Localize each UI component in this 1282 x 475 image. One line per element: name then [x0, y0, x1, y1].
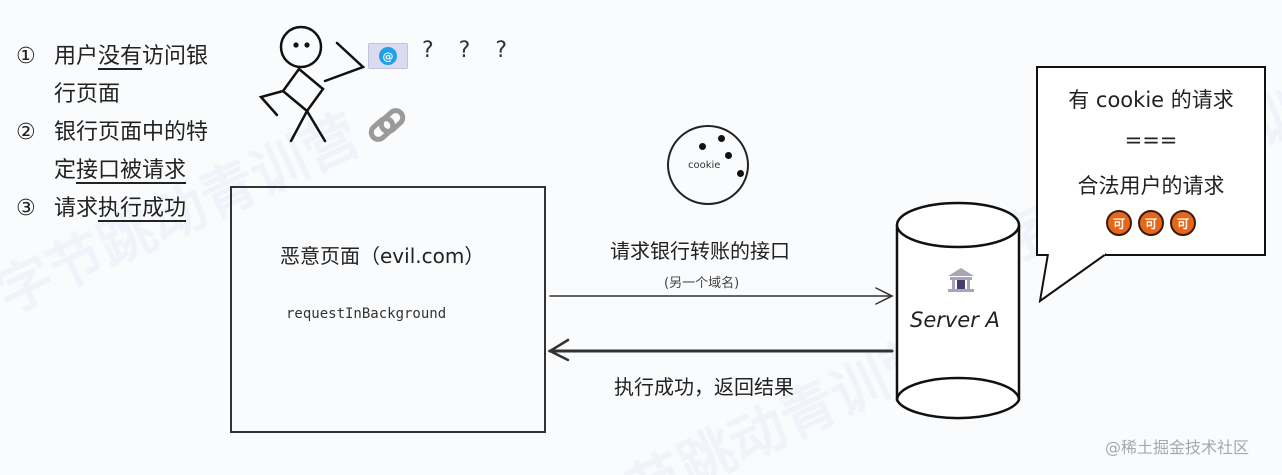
server-label: Server A — [910, 308, 1000, 332]
response-label: 执行成功，返回结果 — [614, 375, 794, 399]
step-text: 请求执行成功 — [54, 190, 226, 228]
step-text: 银行页面中的特定接口被请求 — [54, 114, 226, 190]
step-number: ① — [16, 44, 36, 69]
steps-list: ① 用户没有访问银行页面 ② 银行页面中的特定接口被请求 ③ 请求执行成功 — [16, 38, 226, 228]
mail-icon: @ — [368, 43, 408, 69]
link-chain-icon — [368, 108, 406, 142]
step-1: ① 用户没有访问银行页面 — [16, 38, 226, 114]
question-marks: ? ? ? — [422, 38, 517, 63]
cookie-icon: cookie — [667, 125, 749, 205]
evil-page-title: 恶意页面（evil.com） — [280, 244, 485, 268]
at-sign: @ — [379, 47, 397, 65]
stick-figure-icon — [258, 25, 365, 143]
step-text-run: 访问银行页面 — [54, 44, 209, 107]
speech-bubble-tail — [1038, 253, 1107, 304]
cookie-chip — [737, 170, 744, 177]
step-text-run: 用户 — [54, 44, 99, 69]
bank-icon — [948, 268, 974, 292]
step-text-run-underlined: 接口被请求 — [76, 158, 187, 183]
cookie-chip — [718, 135, 725, 142]
request-label: 请求银行转账的接口 — [610, 239, 790, 263]
cookie-chip — [699, 143, 706, 150]
step-number: ② — [16, 120, 36, 145]
badge-row: 可 可 可 — [1038, 210, 1264, 236]
speech-bubble: 有 cookie 的请求 === 合法用户的请求 可 可 可 — [1036, 66, 1266, 256]
step-text-run: 请求 — [54, 196, 99, 221]
request-response-arrows — [547, 287, 894, 362]
approval-badge: 可 — [1106, 210, 1132, 236]
step-text-run-underlined: 执行成功 — [98, 196, 187, 221]
step-3: ③ 请求执行成功 — [16, 190, 226, 228]
evil-page-code: requestInBackground — [286, 306, 447, 322]
request-sublabel: (另一个域名) — [664, 276, 740, 291]
approval-badge: 可 — [1138, 210, 1164, 236]
step-number: ③ — [16, 196, 36, 221]
cookie-chip — [725, 152, 732, 159]
step-text-run-underlined: 没有 — [98, 44, 143, 69]
bubble-line-3: 合法用户的请求 — [1077, 174, 1225, 198]
step-text: 用户没有访问银行页面 — [54, 38, 226, 114]
approval-badge: 可 — [1170, 210, 1196, 236]
cookie-label: cookie — [688, 160, 721, 171]
evil-page-box: 恶意页面（evil.com） requestInBackground — [230, 186, 546, 433]
bubble-line-1: 有 cookie 的请求 — [1068, 88, 1234, 112]
bubble-line-2: === — [1124, 128, 1178, 152]
credit-watermark: @稀土掘金技术社区 — [1105, 438, 1250, 457]
step-2: ② 银行页面中的特定接口被请求 — [16, 114, 226, 190]
server-cylinder — [895, 201, 1021, 420]
step-text-run: 银行页面中的特定 — [54, 120, 209, 183]
